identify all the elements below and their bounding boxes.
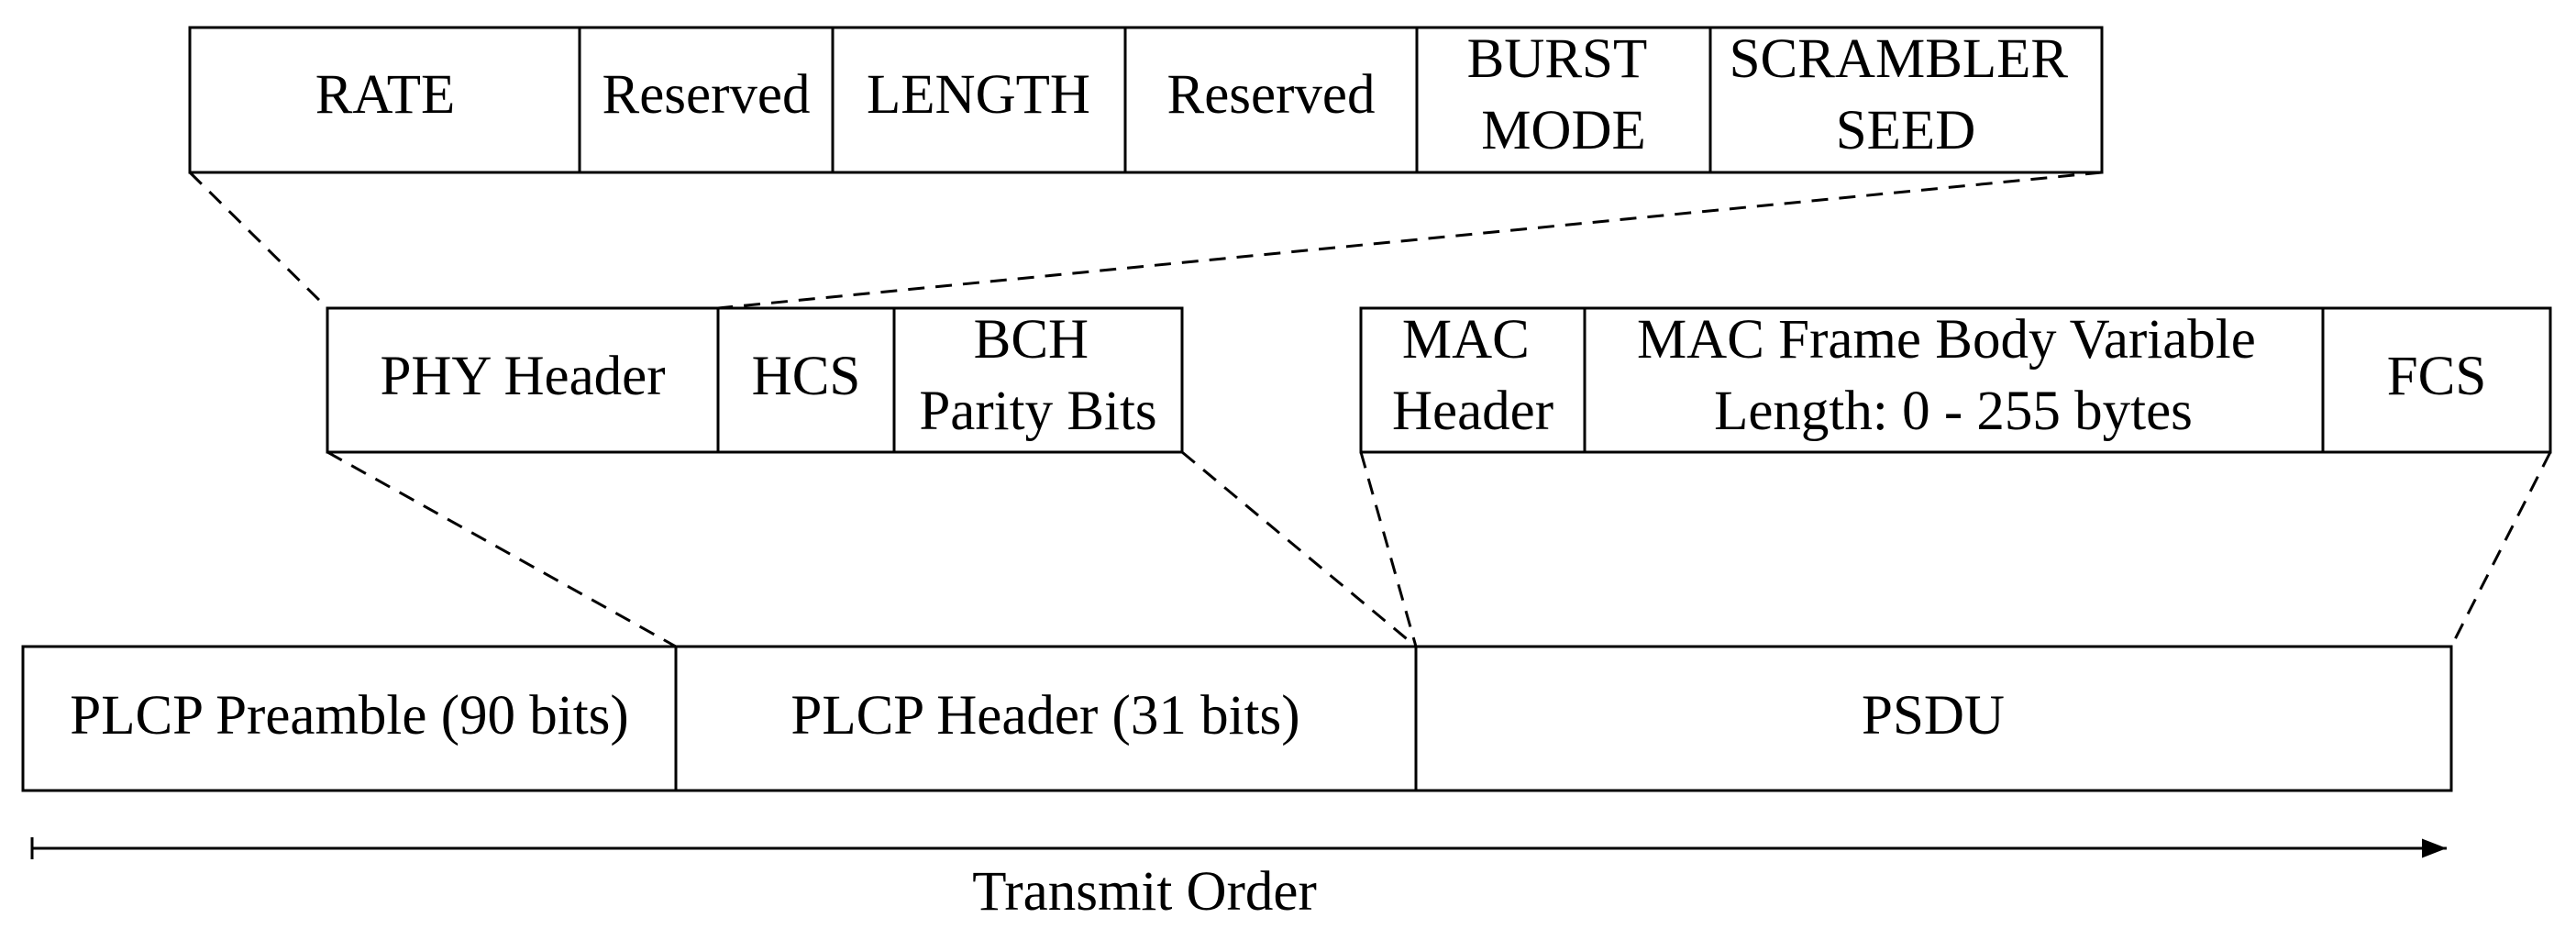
phy-header-fields-row: RATE Reserved LENGTH Reserved BURST MODE… (188, 26, 2104, 174)
transmit-order-arrow (30, 837, 2447, 859)
plcp-header-field-label: PLCP Header (31 bits) (790, 685, 1299, 746)
plcp-preamble-field-label: PLCP Preamble (90 bits) (70, 685, 628, 746)
scrambler-seed-field-label: SCRAMBLER SEED (1730, 28, 2083, 161)
reserved-field-1-label: Reserved (603, 64, 811, 126)
plcp-header-fields-row: PHY Header HCS BCH Parity Bits (326, 306, 1184, 454)
phy-header-field-label: PHY Header (380, 346, 665, 407)
hcs-field-label: HCS (752, 346, 861, 407)
frame-expansion-connectors (326, 450, 2552, 648)
transmit-order-label: Transmit Order (972, 861, 1317, 923)
length-field-label: LENGTH (867, 64, 1090, 126)
reserved-field-2-label: Reserved (1167, 64, 1376, 126)
frame-fields-row: PLCP Preamble (90 bits) PLCP Header (31 … (21, 645, 2453, 792)
mac-frame-body-field-label: MAC Frame Body Variable Length: 0 - 255 … (1637, 309, 2270, 442)
psdu-fields-row: MAC Header MAC Frame Body Variable Lengt… (1359, 306, 2552, 454)
burst-mode-field-label: BURST MODE (1467, 28, 1661, 161)
phy-header-expansion-connectors (188, 171, 2103, 310)
fcs-field-label: FCS (2387, 346, 2487, 407)
mac-header-field-label: MAC Header (1392, 309, 1553, 442)
psdu-field-label: PSDU (1862, 685, 2005, 746)
rate-field-label: RATE (315, 64, 456, 126)
bch-parity-bits-field-label: BCH Parity Bits (919, 309, 1156, 442)
